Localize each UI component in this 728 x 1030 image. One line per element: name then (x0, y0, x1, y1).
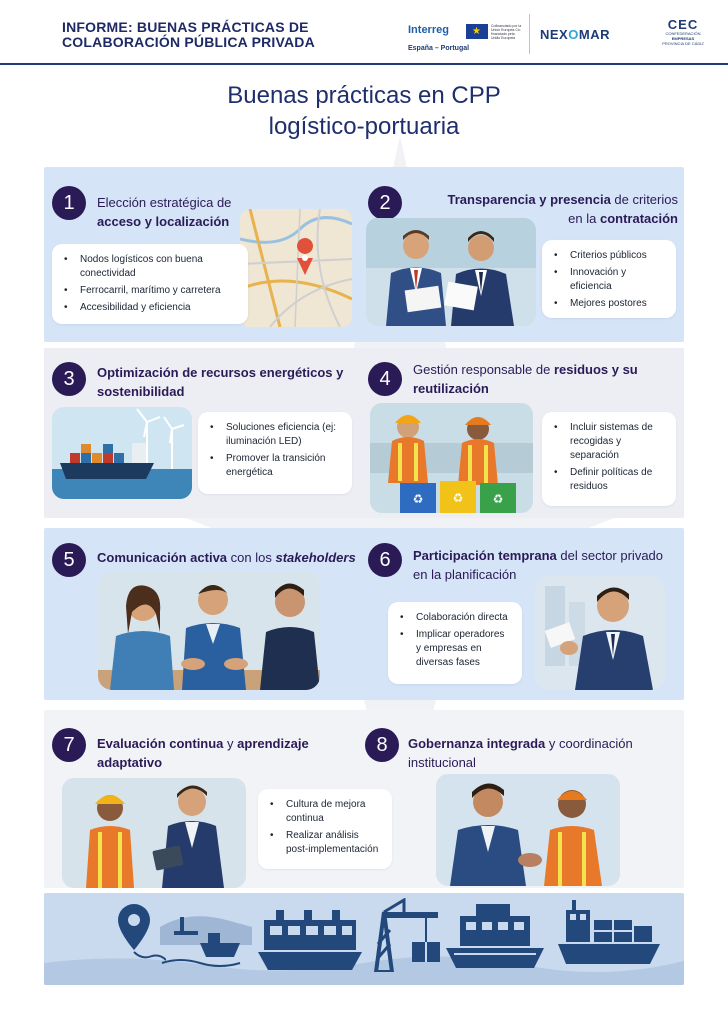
section-1-heading: Elección estratégica de acceso y localiz… (97, 195, 232, 229)
cec-line1: CONFEDERACIÓN (665, 31, 701, 36)
section-6-bullet: Colaboración directa (398, 611, 512, 625)
page-title-line2: logístico-portuaria (268, 113, 460, 140)
section-2-bullet: Criterios públicos (552, 249, 666, 263)
header-divider (529, 14, 530, 54)
svg-text:♻: ♻ (413, 492, 424, 506)
section-6-card: Colaboración directa Implicar operadores… (388, 602, 522, 684)
section-6-number: 6 (368, 543, 402, 577)
governance-workers-illustration (436, 774, 620, 886)
section-2-heading: Transparencia y presencia de criterios e… (447, 192, 678, 226)
crane-icon (373, 898, 440, 972)
map-pin-icon (118, 904, 166, 961)
section-7-bullet: Cultura de mejora continua (268, 798, 382, 826)
evaluation-workers-illustration (62, 778, 246, 888)
section-2-bullet: Mejores postores (552, 297, 666, 311)
cec-logo: CEC CONFEDERACIÓN EMPRESAS PROVINCIA DE … (655, 18, 711, 46)
interreg-region: España – Portugal (408, 45, 470, 52)
container-ship-icon (258, 910, 362, 970)
page-title: Buenas prácticas en CPP logístico-portua… (0, 80, 728, 142)
section-3-card: Soluciones eficiencia (ej: iluminación L… (198, 412, 352, 494)
section-7-bullet: Realizar análisis post-implementación (268, 829, 382, 857)
nexomar-logo: NEXOMAR (540, 27, 610, 42)
page-title-line1: Buenas prácticas en CPP (227, 82, 501, 109)
cec-line2: EMPRESAS (671, 36, 695, 41)
section-4-heading: Gestión responsable de residuos y su reu… (413, 362, 638, 396)
section-1-bullet: Accesibilidad y eficiencia (62, 301, 238, 315)
section-1-card: Nodos logísticos con buena conectividad … (52, 244, 248, 324)
section-3-heading: Optimización de recursos energéticos y s… (97, 365, 344, 399)
business-meeting-illustration (366, 218, 536, 326)
recycling-workers-illustration: ♻ ♻ ♻ (370, 403, 533, 513)
section-5-heading: Comunicación activa con los stakeholders (97, 550, 356, 565)
section-3-bullet: Soluciones eficiencia (ej: iluminación L… (208, 421, 342, 449)
section-6-heading: Participación temprana del sector privad… (413, 548, 664, 582)
ship-windfarm-illustration (52, 407, 192, 499)
section-4-number: 4 (368, 362, 402, 396)
cec-line3: PROVINCIA DE CÁDIZ (662, 41, 704, 46)
section-6-bullet: Implicar operadores y empresas en divers… (398, 628, 512, 670)
report-title: INFORME: BUENAS PRÁCTICAS DE COLABORACIÓ… (62, 20, 315, 50)
section-8-heading: Gobernanza integrada y coordinación inst… (408, 736, 633, 770)
section-1-bullet: Nodos logísticos con buena conectividad (62, 253, 238, 281)
interreg-name: Interreg (408, 24, 449, 36)
svg-text:♻: ♻ (453, 491, 464, 505)
report-title-line1: INFORME: BUENAS PRÁCTICAS DE (62, 19, 309, 35)
interreg-cofinance-text: Cofinanciado por la Unión Europea Co-fin… (491, 24, 522, 40)
section-2-number: 2 (368, 186, 402, 220)
section-4-bullet: Definir políticas de residuos (552, 466, 666, 494)
report-title-line2: COLABORACIÓN PÚBLICA PRIVADA (62, 34, 315, 50)
section-7-heading: Evaluación continua y aprendizaje adapta… (97, 736, 309, 770)
eu-flag-icon (466, 24, 488, 39)
section-2-bullet: Innovación y eficiencia (552, 266, 666, 294)
section-3-bullet: Promover la transición energética (208, 452, 342, 480)
section-1-number: 1 (52, 186, 86, 220)
section-4-card: Incluir sistemas de recogidas y separaci… (542, 412, 676, 506)
cec-mark: CEC (667, 17, 699, 32)
planning-businessman-illustration (535, 576, 665, 690)
cargo-ship-icon (558, 900, 660, 964)
section-5-number: 5 (52, 543, 86, 577)
harbor-icon (160, 916, 252, 967)
interreg-logo: Interreg Cofinanciado por la Unión Europ… (408, 24, 522, 54)
section-2-card: Criterios públicos Innovación y eficienc… (542, 240, 676, 318)
section-7-card: Cultura de mejora continua Realizar anál… (258, 789, 392, 869)
map-illustration (240, 209, 352, 327)
port-icons-band (44, 893, 684, 985)
section-8-number: 8 (365, 728, 399, 762)
section-3-number: 3 (52, 362, 86, 396)
stakeholders-meeting-illustration (98, 572, 320, 690)
section-4-bullet: Incluir sistemas de recogidas y separaci… (552, 421, 666, 463)
page-header: INFORME: BUENAS PRÁCTICAS DE COLABORACIÓ… (0, 0, 728, 65)
header-rule (0, 63, 728, 65)
section-7-number: 7 (52, 728, 86, 762)
section-1-bullet: Ferrocarril, marítimo y carretera (62, 284, 238, 298)
svg-text:♻: ♻ (493, 492, 504, 506)
ship-icon (446, 904, 544, 968)
